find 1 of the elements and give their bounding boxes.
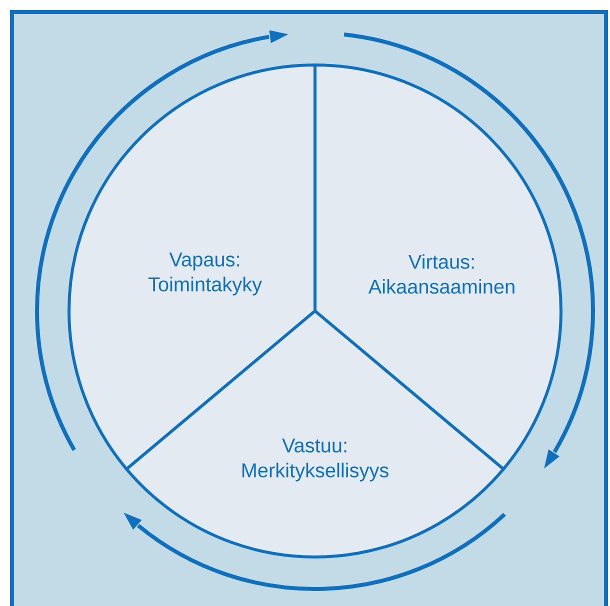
sector: Vastuu: Merkityksellisyys	[125, 309, 505, 558]
